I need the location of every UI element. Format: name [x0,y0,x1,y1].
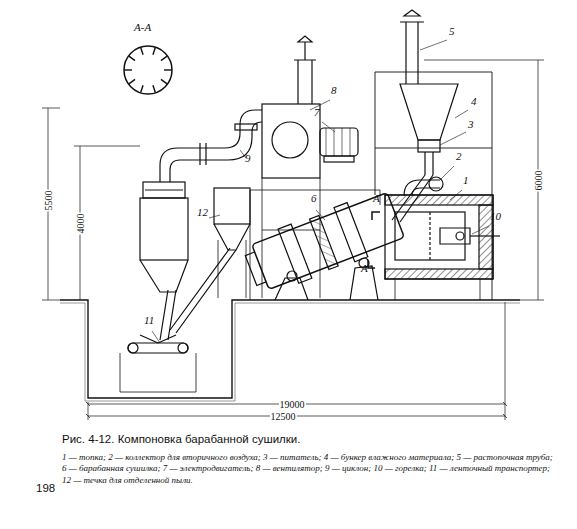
gas-duct [205,110,262,160]
callout-number: 2 [455,150,463,162]
lifter [153,85,155,93]
lifter [141,47,143,55]
callout-number: 11 [143,314,155,326]
callout-number: 5 [448,25,456,37]
section-label: А-А [133,21,152,33]
fan [262,36,320,298]
lifter [129,79,135,84]
dimension: 4000 [75,212,86,234]
callout-number: 4 [470,95,478,107]
ground-line [60,300,520,398]
callout-number: 10 [489,210,502,222]
section-mark: А [372,192,381,204]
wet-material-hopper [392,84,458,222]
dust-separator [214,188,250,298]
section-mark: А [360,262,369,274]
lifter [124,69,132,70]
burner [440,228,500,244]
dimension: 6000 [533,169,544,191]
dimension: 12500 [270,411,297,422]
lifter [141,85,143,93]
callout-number: 3 [467,118,475,130]
drum-dryer [241,188,406,298]
electric-motor [320,128,358,162]
startup-stack [400,10,424,84]
dust-chute [170,248,236,333]
drum-section [124,46,172,94]
callout-number: 7 [313,106,321,118]
chute [160,290,176,340]
callout-number: 8 [330,84,338,96]
callout-number: 1 [462,174,470,186]
support-frame [375,72,492,300]
lifter [164,69,172,70]
dimension: 19000 [279,399,306,410]
caption-key: 1 — топка; 2 — коллектор для вторичного … [62,452,554,486]
callout-number: 6 [310,192,318,204]
lifter [129,56,135,61]
figure-caption: Рис. 4-12. Компоновка барабанной сушилки… [62,433,300,446]
dimension: 5500 [43,189,54,211]
lifter [161,56,167,61]
lifter [161,79,167,84]
page-number: 198 [36,482,55,495]
cyclone [140,143,206,292]
callout-number: 9 [244,152,252,164]
lifter [153,47,155,55]
belt-conveyor [120,335,196,392]
air-collector [404,180,440,196]
callout-number: 12 [196,206,209,218]
